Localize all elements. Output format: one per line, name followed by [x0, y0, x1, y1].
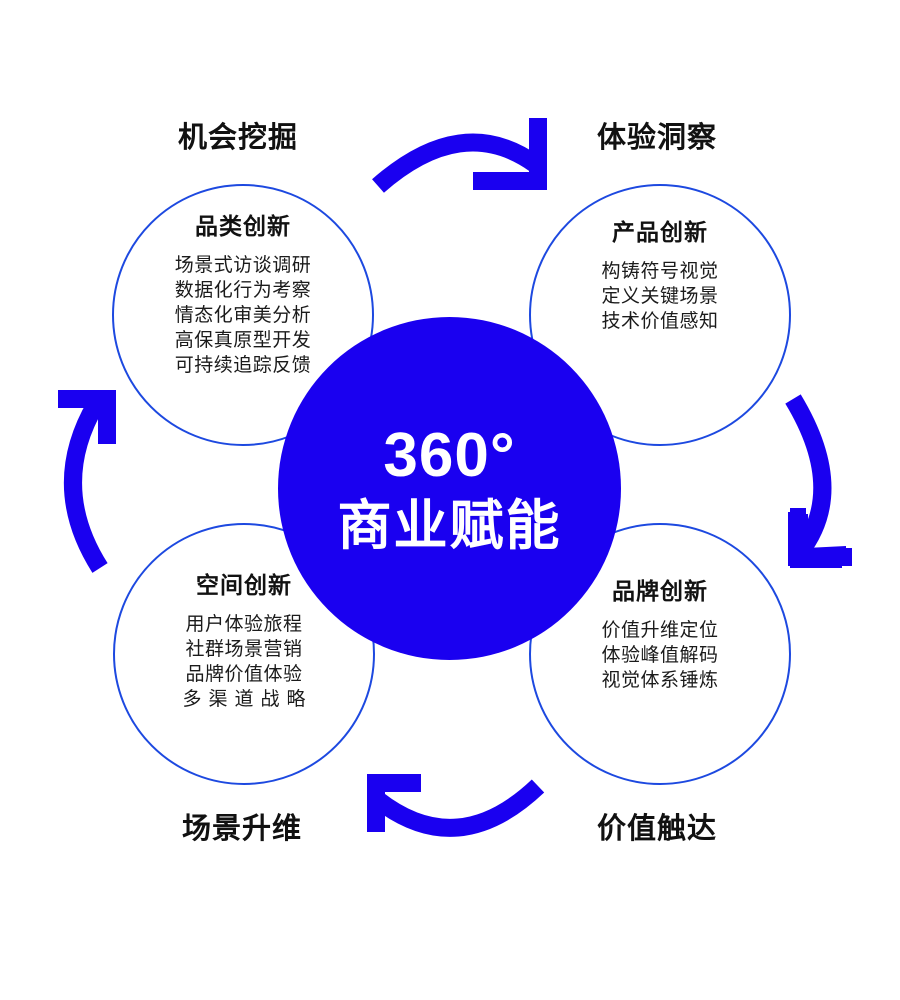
pillar-item: 定义关键场景 — [601, 286, 719, 308]
arrow-bottom-icon — [367, 774, 545, 837]
pillar-item: 社群场景营销 — [185, 639, 303, 661]
pillar-item: 情态化审美分析 — [174, 305, 312, 327]
stage-label-experience: 体验洞察 — [597, 122, 718, 154]
pillar-content: 品类创新 场景式访谈调研 数据化行为考察 情态化审美分析 高保真原型开发 可持续… — [114, 213, 372, 378]
pillar-item: 数据化行为考察 — [174, 280, 312, 302]
pillar-item: 用户体验旅程 — [185, 614, 303, 636]
pillar-item: 技术价值感知 — [601, 311, 719, 333]
pillar-item: 高保真原型开发 — [174, 330, 312, 352]
pillar-circle-brand[interactable]: 品牌创新 价值升维定位 体验峰值解码 视觉体系锤炼 — [529, 523, 791, 785]
stage-label-scenario: 场景升维 — [182, 813, 303, 845]
pillar-circle-space[interactable]: 空间创新 用户体验旅程 社群场景营销 品牌价值体验 多渠道战略 — [113, 523, 375, 785]
pillar-item: 多渠道战略 — [182, 689, 313, 711]
pillar-title: 空间创新 — [196, 572, 292, 598]
pillar-item: 可持续追踪反馈 — [174, 355, 312, 377]
pillar-content: 品牌创新 价值升维定位 体验峰值解码 视觉体系锤炼 — [531, 578, 789, 693]
arrow-top-icon — [372, 118, 547, 193]
pillar-item: 品牌价值体验 — [185, 664, 303, 686]
pillar-item: 价值升维定位 — [601, 620, 719, 642]
pillar-title: 品类创新 — [195, 213, 291, 239]
pillar-item: 视觉体系锤炼 — [601, 670, 719, 692]
pillar-item-list: 用户体验旅程 社群场景营销 品牌价值体验 多渠道战略 — [115, 612, 373, 712]
hub-headline: 360° — [383, 420, 516, 490]
pillar-item-list: 场景式访谈调研 数据化行为考察 情态化审美分析 高保真原型开发 可持续追踪反馈 — [114, 253, 372, 378]
arrow-right-icon — [785, 394, 852, 568]
center-hub[interactable]: 360° 商业赋能 — [278, 317, 621, 660]
stage-label-value: 价值触达 — [597, 813, 718, 845]
arrow-left-icon — [58, 390, 116, 573]
pillar-item-list: 价值升维定位 体验峰值解码 视觉体系锤炼 — [531, 618, 789, 693]
pillar-item: 体验峰值解码 — [601, 645, 719, 667]
pillar-item: 场景式访谈调研 — [174, 255, 312, 277]
pillar-content: 空间创新 用户体验旅程 社群场景营销 品牌价值体验 多渠道战略 — [115, 572, 373, 712]
pillar-circle-product[interactable]: 产品创新 构铸符号视觉 定义关键场景 技术价值感知 — [529, 184, 791, 446]
pillar-item: 构铸符号视觉 — [601, 261, 719, 283]
pillar-title: 产品创新 — [612, 219, 708, 245]
pillar-item-list: 构铸符号视觉 定义关键场景 技术价值感知 — [531, 259, 789, 334]
pillar-content: 产品创新 构铸符号视觉 定义关键场景 技术价值感知 — [531, 219, 789, 334]
hub-subline: 商业赋能 — [337, 495, 562, 556]
pillar-circle-category[interactable]: 品类创新 场景式访谈调研 数据化行为考察 情态化审美分析 高保真原型开发 可持续… — [112, 184, 374, 446]
stage-label-opportunity: 机会挖掘 — [178, 122, 299, 154]
pillar-title: 品牌创新 — [612, 578, 708, 604]
